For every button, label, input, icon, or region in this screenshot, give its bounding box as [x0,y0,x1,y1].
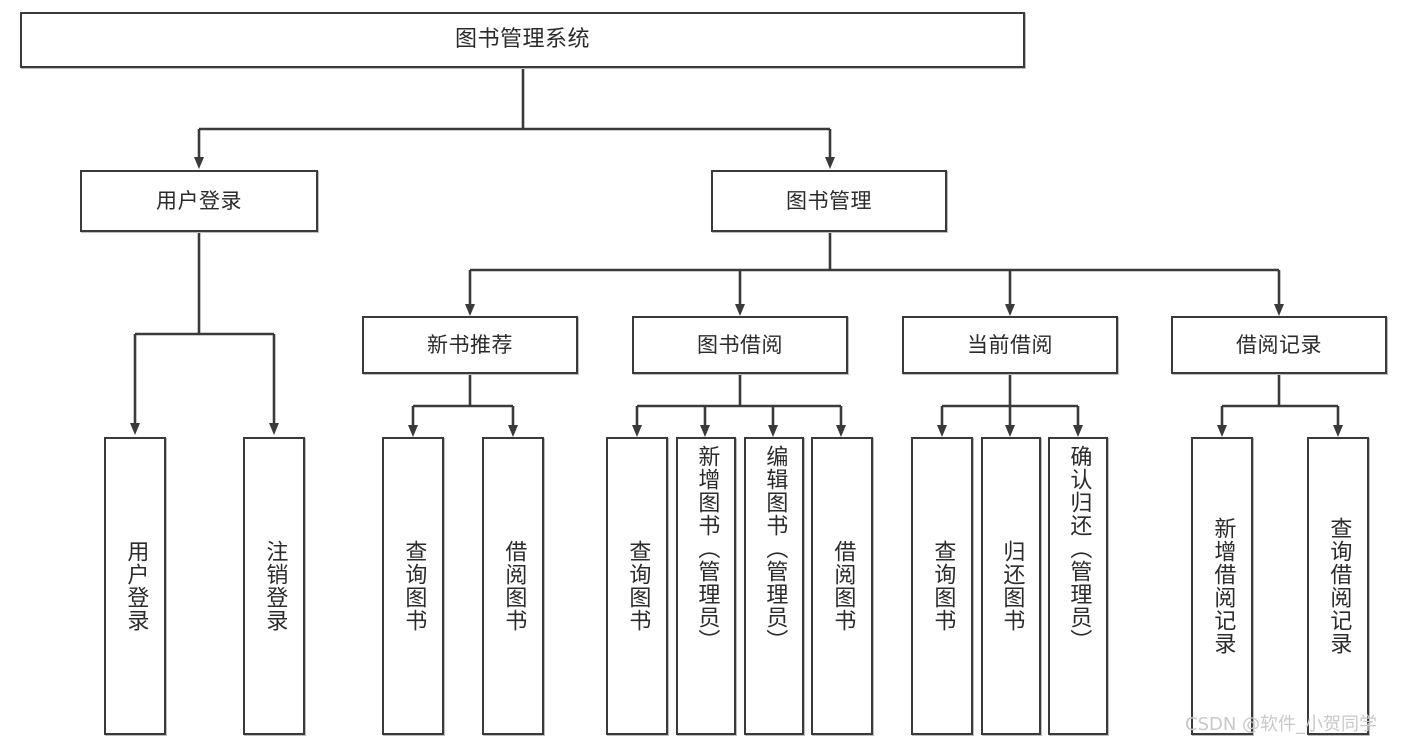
csdn-watermark: CSDN @软件_小贺同学 [1185,714,1378,735]
node-label: 图书管理 [786,188,872,213]
node-label: 用户登录 [123,540,149,632]
node-label: 确认归还（管理员） [1066,445,1092,652]
node-label: 图书管理系统 [454,27,590,53]
leaf-book-borrow-query[interactable]: 查询图书 [606,437,668,735]
node-new-book-recommend[interactable]: 新书推荐 [362,316,578,374]
node-label: 新书推荐 [427,332,513,357]
node-book-borrow[interactable]: 图书借阅 [632,316,848,374]
leaf-book-borrow-edit[interactable]: 编辑图书（管理员） [744,437,804,735]
leaf-borrow-record-add[interactable]: 新增借阅记录 [1191,437,1253,735]
leaf-current-borrow-query[interactable]: 查询图书 [911,437,973,735]
node-label: 借阅图书 [501,540,527,632]
node-label: 注销登录 [262,540,288,632]
node-label: 编辑图书（管理员） [762,445,788,652]
node-user-login[interactable]: 用户登录 [80,170,318,232]
node-label: 新增借阅记录 [1210,517,1236,655]
node-label: 归还图书 [999,540,1025,632]
leaf-book-borrow-borrow[interactable]: 借阅图书 [811,437,873,735]
leaf-user-login-login[interactable]: 用户登录 [104,437,166,735]
node-label: 查询图书 [625,540,651,632]
leaf-new-book-query[interactable]: 查询图书 [382,437,444,735]
node-label: 查询借阅记录 [1326,517,1352,655]
leaf-user-login-logout[interactable]: 注销登录 [243,437,305,735]
leaf-current-borrow-confirm-return[interactable]: 确认归还（管理员） [1048,437,1108,735]
node-label: 借阅图书 [830,540,856,632]
node-label: 图书借阅 [697,332,783,357]
leaf-book-borrow-add[interactable]: 新增图书（管理员） [676,437,736,735]
node-label: 查询图书 [401,540,427,632]
leaf-new-book-borrow[interactable]: 借阅图书 [482,437,544,735]
node-book-management[interactable]: 图书管理 [711,170,947,232]
node-root-system[interactable]: 图书管理系统 [20,12,1025,68]
node-label: 查询图书 [930,540,956,632]
node-label: 新增图书（管理员） [694,445,720,652]
leaf-borrow-record-query[interactable]: 查询借阅记录 [1307,437,1369,735]
node-label: 借阅记录 [1236,332,1322,357]
node-borrow-record[interactable]: 借阅记录 [1171,316,1387,374]
node-current-borrow[interactable]: 当前借阅 [902,316,1118,374]
leaf-current-borrow-return[interactable]: 归还图书 [981,437,1041,735]
node-label: 当前借阅 [967,332,1053,357]
node-label: 用户登录 [156,188,242,213]
